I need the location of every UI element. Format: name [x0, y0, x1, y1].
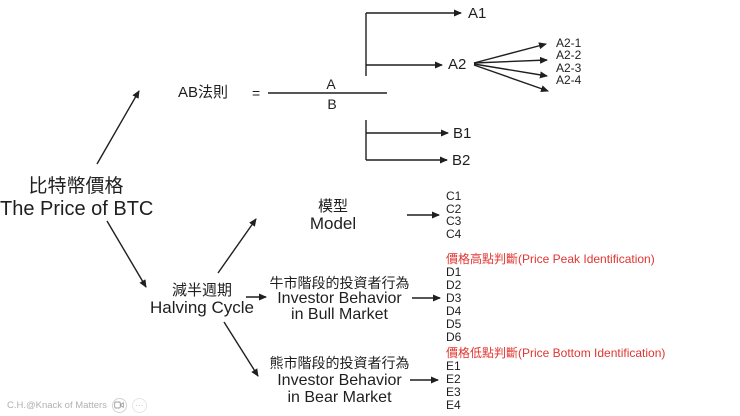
halving-cycle-node: 減半週期 Halving Cycle — [132, 282, 272, 316]
arrow-halving-to-bear — [223, 321, 259, 377]
fraction-numerator: A — [326, 76, 336, 92]
peak-identification-block: 價格高點判斷(Price Peak Identification) D1 D2 … — [446, 252, 655, 344]
list-item: D4 — [446, 304, 462, 318]
model-label-zh: 模型 — [317, 198, 348, 215]
list-item: A2-1 — [556, 35, 582, 50]
arrow-root-to-halving — [106, 220, 147, 288]
list-item: A2-3 — [556, 60, 582, 75]
model-output-list: C1 C2 C3 C4 — [446, 190, 461, 240]
list-item: D1 — [446, 265, 462, 279]
halving-label-zh: 減半週期 — [171, 282, 232, 299]
bottom-identification-block: 價格低點判斷(Price Bottom Identification) E1 E… — [446, 346, 665, 412]
list-item: A2-4 — [556, 73, 582, 87]
list-item: D3 — [446, 291, 462, 305]
halving-label-en: Halving Cycle — [150, 298, 254, 317]
arrow-a2-to-a2-4 — [473, 64, 549, 92]
list-item: E4 — [446, 398, 461, 412]
watermark: C.H.@Knack of Matters ⋯ — [7, 397, 147, 413]
bull-market-node: 牛市階段的投資者行為 Investor Behavior in Bull Mar… — [259, 275, 420, 323]
node-a1: A1 — [468, 5, 487, 22]
fraction-denominator: B — [327, 96, 337, 112]
bear-label-zh: 熊市階段的投資者行為 — [269, 355, 410, 371]
root-title-en: The Price of BTC — [0, 198, 154, 220]
ab-rule-label: AB法則 — [178, 84, 229, 101]
more-icon[interactable]: ⋯ — [131, 397, 147, 413]
list-item: D5 — [446, 317, 462, 331]
arrow-a2-to-a2-2 — [473, 56, 548, 64]
arrow-a2-to-a2-1 — [473, 42, 547, 64]
peak-identification-heading: 價格高點判斷(Price Peak Identification) — [446, 252, 655, 266]
root-title-zh: 比特幣價格 — [28, 176, 124, 197]
model-node: 模型 Model — [283, 198, 383, 233]
list-item: C1 — [446, 189, 462, 203]
watermark-text: C.H.@Knack of Matters — [7, 399, 107, 411]
root-node: 比特幣價格 The Price of BTC — [0, 175, 154, 221]
equals-sign: = — [252, 85, 261, 101]
bear-market-node: 熊市階段的投資者行為 Investor Behavior in Bear Mar… — [259, 355, 420, 406]
list-item: E3 — [446, 385, 461, 399]
arrow-halving-to-model — [217, 218, 257, 274]
list-item: D2 — [446, 278, 462, 292]
bear-label-en1: Investor Behavior — [277, 372, 402, 389]
list-item: D6 — [446, 330, 462, 344]
camera-icon[interactable] — [111, 397, 127, 413]
list-item: E2 — [446, 372, 461, 386]
list-item: E1 — [446, 359, 461, 373]
list-item: C4 — [446, 226, 462, 241]
a2-children-list: A2-1 A2-2 A2-3 A2-4 — [556, 35, 582, 87]
bottom-identification-heading: 價格低點判斷(Price Bottom Identification) — [446, 346, 666, 360]
list-item: C2 — [446, 201, 462, 216]
list-item: A2-2 — [556, 48, 582, 62]
arrow-root-to-abrule — [96, 90, 140, 165]
model-label-en: Model — [309, 214, 357, 233]
node-a2: A2 — [448, 56, 467, 73]
bull-label-en2: in Bull Market — [291, 306, 388, 323]
node-b2: B2 — [452, 151, 471, 169]
bear-label-en2: in Bear Market — [287, 389, 392, 406]
bull-label-zh: 牛市階段的投資者行為 — [269, 275, 410, 291]
arrow-a2-to-a2-3 — [473, 63, 548, 79]
list-item: C3 — [446, 214, 462, 228]
node-b1: B1 — [453, 124, 472, 142]
bull-label-en1: Investor Behavior — [277, 290, 402, 307]
